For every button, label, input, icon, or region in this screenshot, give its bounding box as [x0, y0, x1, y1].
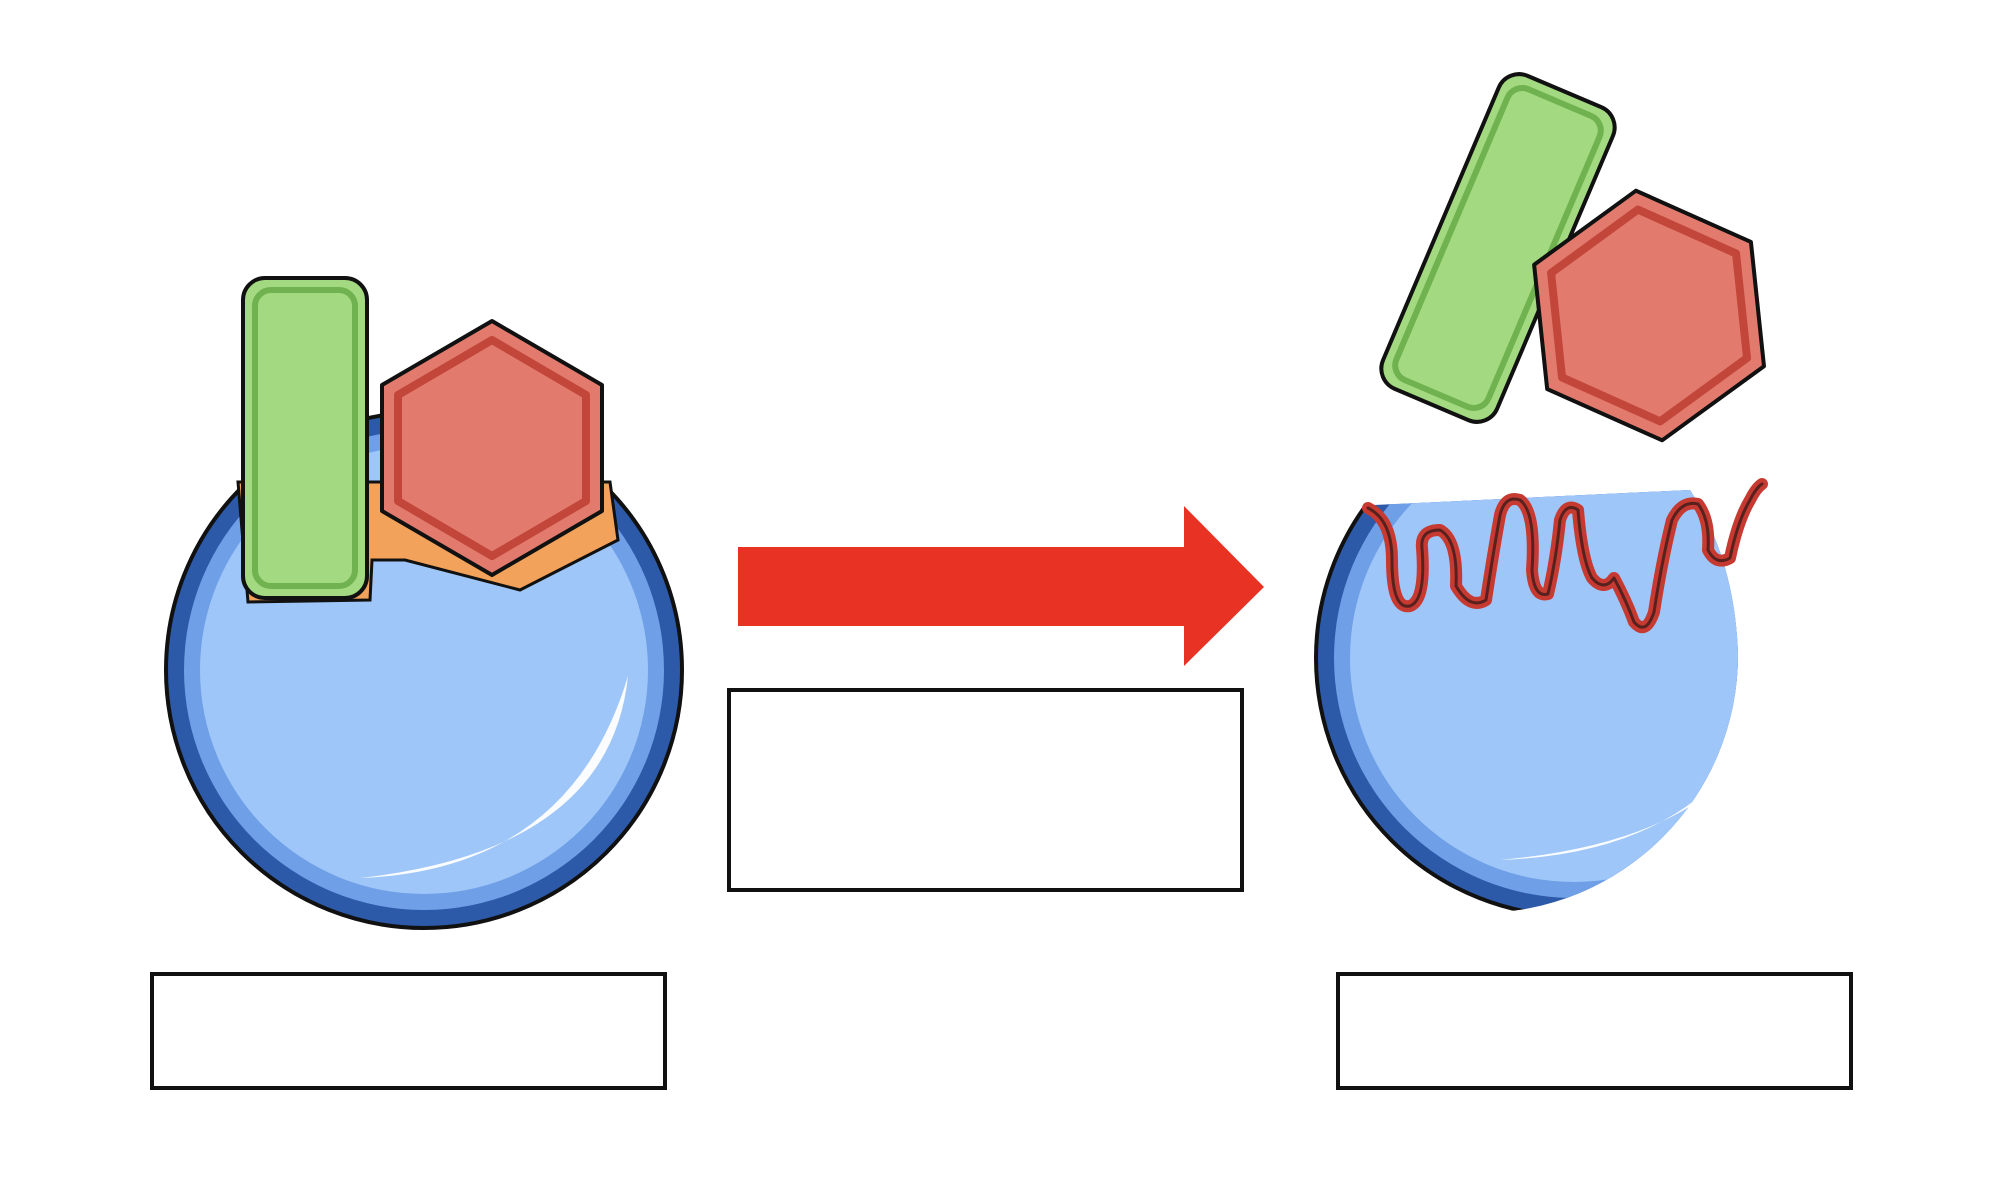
rectangle-substrate-bound: [241, 276, 369, 600]
reaction-arrow: [738, 506, 1264, 666]
enzyme-substrate-complex: [164, 276, 684, 930]
enzyme-body-right: [1350, 490, 1738, 882]
label-box-right[interactable]: [1336, 972, 1853, 1090]
label-box-left[interactable]: [150, 972, 667, 1090]
denatured-enzyme: [1314, 478, 1782, 913]
label-box-middle[interactable]: [727, 688, 1244, 892]
deformed-active-site-outline: [1366, 482, 1764, 629]
hexagon-product-released: [1532, 188, 1766, 443]
hexagon-substrate-bound: [380, 319, 604, 577]
